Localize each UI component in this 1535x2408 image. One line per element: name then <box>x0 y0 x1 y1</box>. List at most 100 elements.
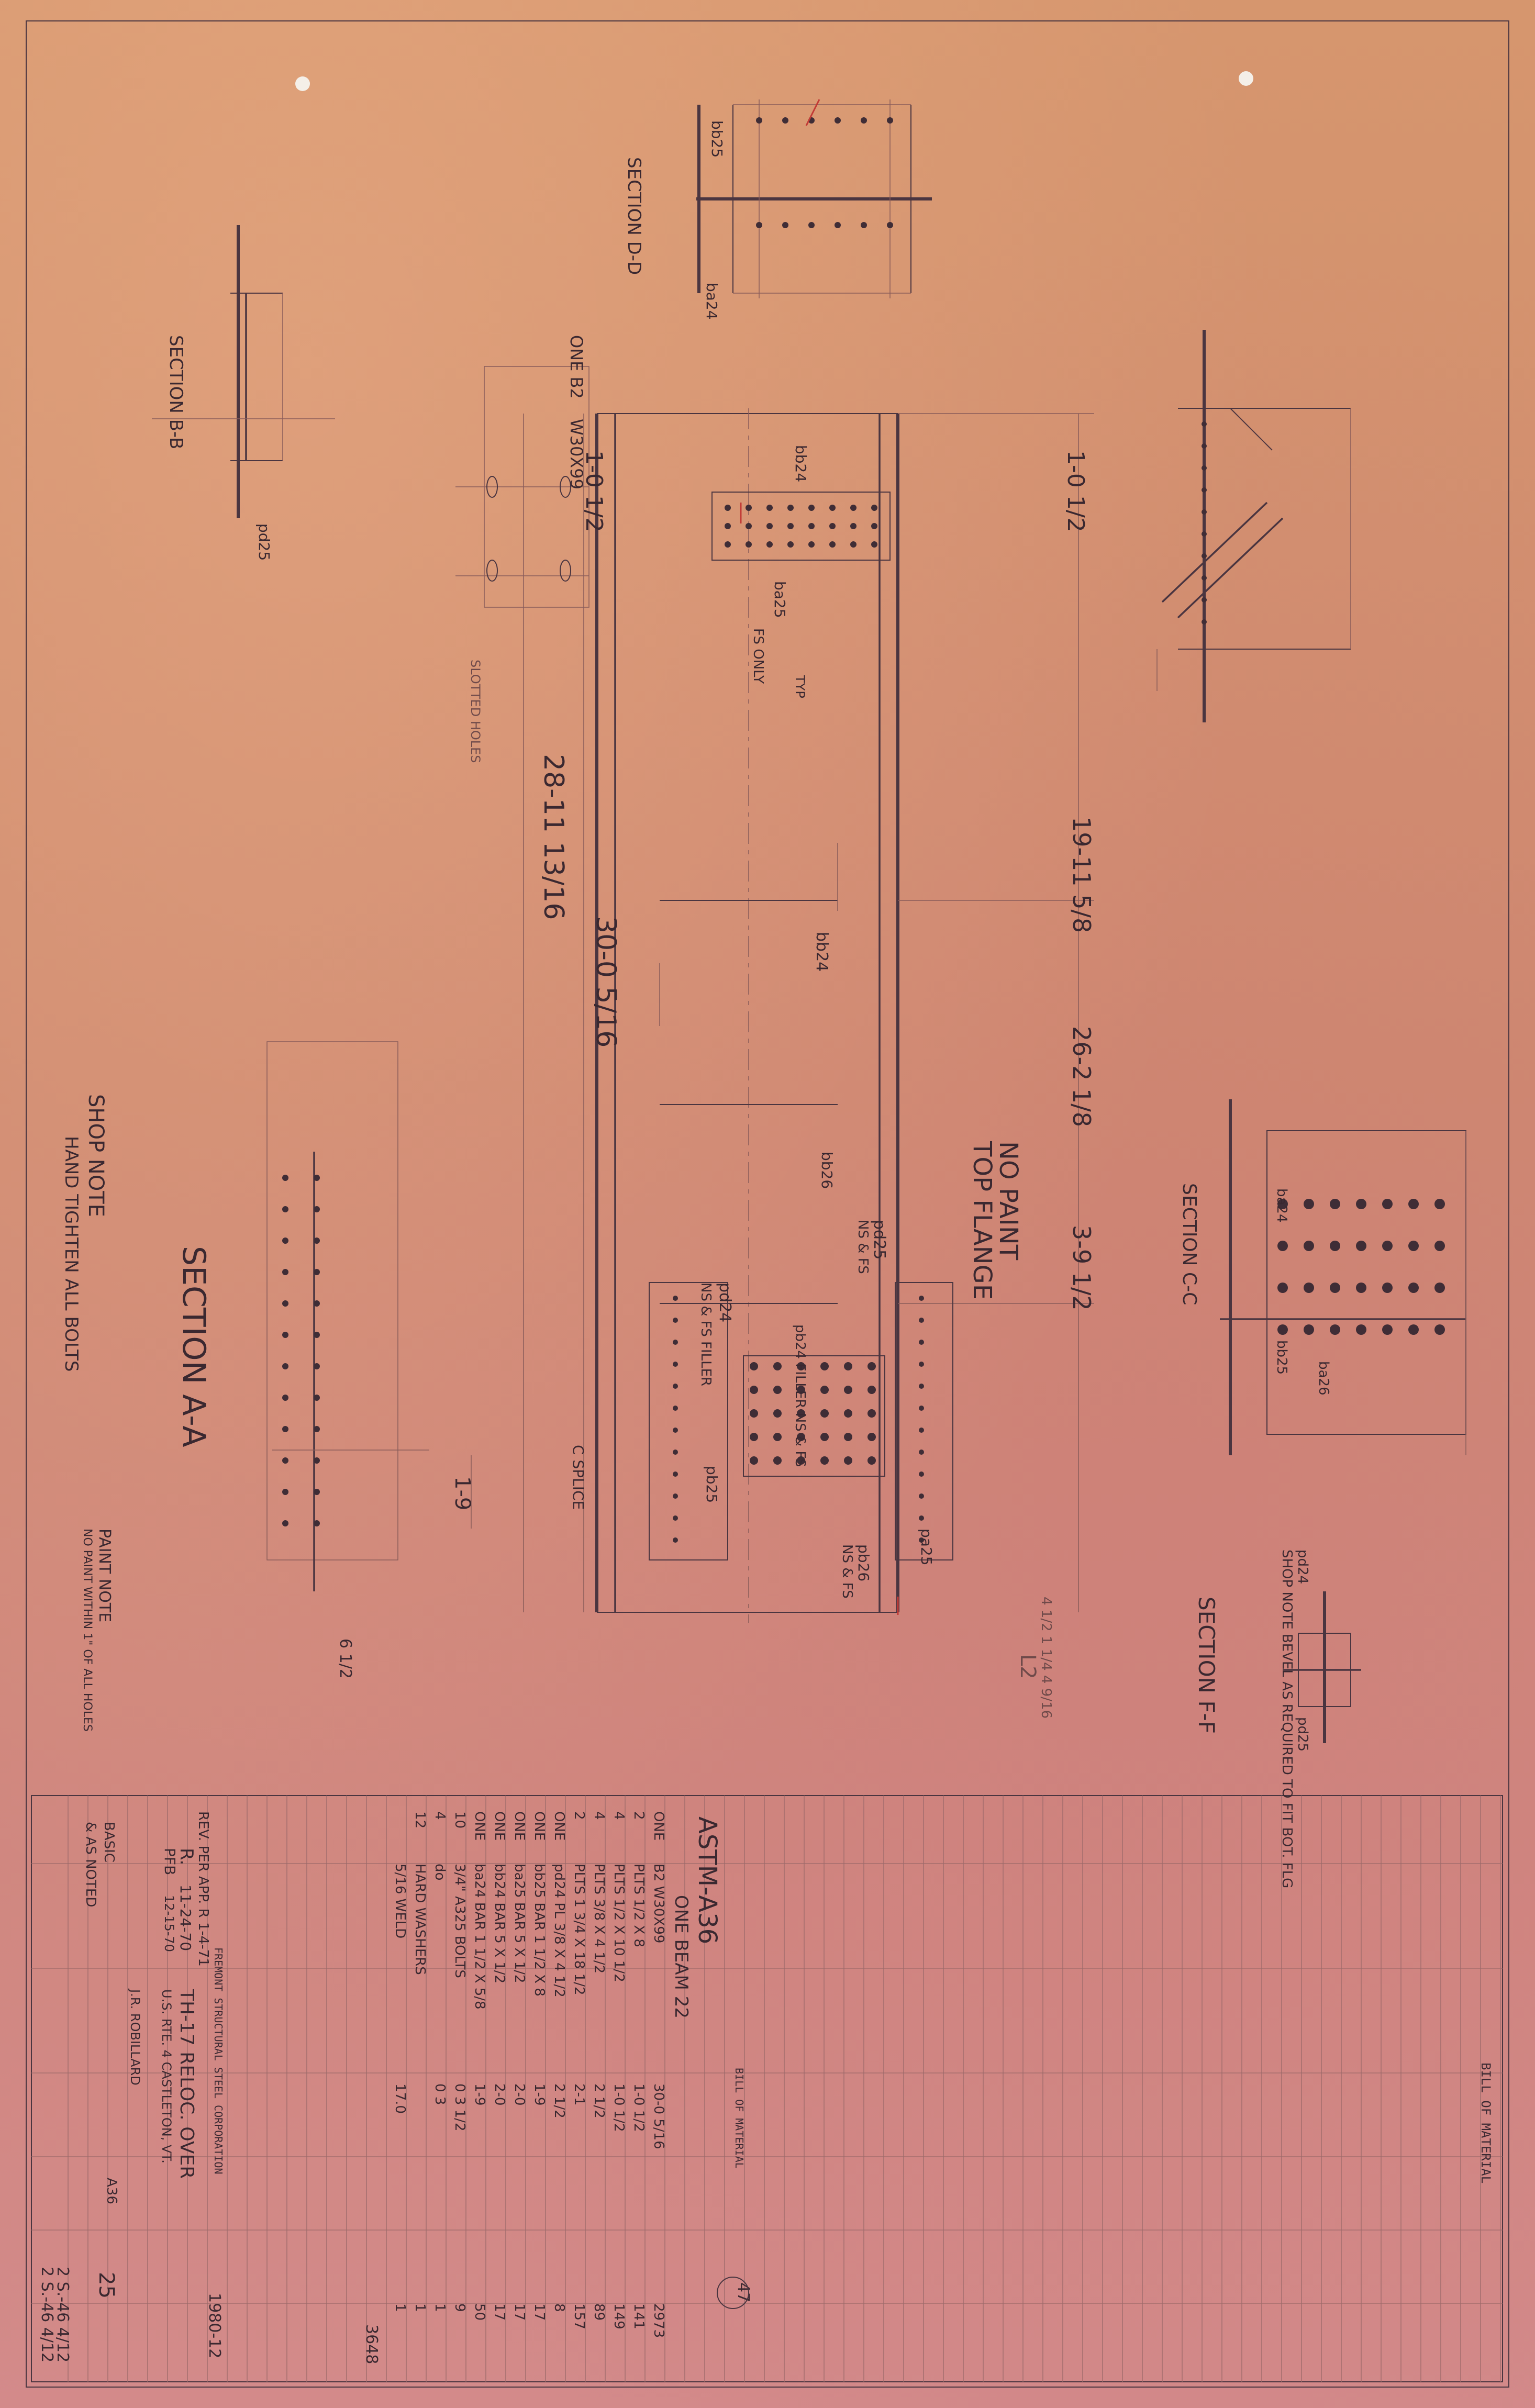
dim-bottom: 3-9 1/2 <box>1067 1225 1096 1311</box>
checked-date: 12-15-70 <box>162 1895 176 1952</box>
bolt-hole <box>1330 1324 1340 1335</box>
bm-cell: 17 <box>531 2303 547 2321</box>
bolt-hole <box>314 1332 320 1338</box>
bolt-hole <box>919 1537 924 1543</box>
callout-pd24-filler: NS & FS FILLER <box>698 1283 714 1386</box>
bolt-hole <box>787 523 794 529</box>
paint-note-text: NO PAINT WITHIN 1" OF ALL HOLES <box>81 1529 94 1732</box>
callout-fs-only: FS ONLY <box>750 628 766 684</box>
bolt-hole <box>1434 1199 1445 1209</box>
dim-length-a: 28-11 13/16 <box>538 754 569 920</box>
bolt-hole <box>867 1433 876 1441</box>
callout-ba25: ba25 <box>771 581 788 618</box>
bill-of-material-header-2: BILL OF MATERIAL <box>733 2068 746 2169</box>
bolt-hole <box>919 1362 924 1367</box>
bm-cell: 2-1 <box>571 2083 587 2105</box>
shop-note-title: SHOP NOTE <box>84 1094 108 1217</box>
material-spec: A36 <box>104 2178 119 2204</box>
bolt-hole <box>282 1206 288 1212</box>
top-connection-bolts <box>725 505 877 548</box>
bolt-hole <box>808 541 815 548</box>
dim-end: 6 1/2 <box>336 1638 354 1679</box>
bm-cell: 89 <box>591 2303 607 2321</box>
slotted-hole-detail <box>455 366 589 608</box>
bolt-hole <box>282 1489 288 1495</box>
bolt-hole <box>1434 1241 1445 1251</box>
member-dims: 4 1/2 1 1/4 4 9/16 <box>1038 1597 1054 1719</box>
bolt-hole <box>1202 509 1207 515</box>
bolt-hole <box>673 1450 678 1455</box>
bm-cell: PLTS 1/2 X 10 1/2 <box>611 1864 627 1982</box>
bm-cell: 12 <box>412 1811 428 1829</box>
bolt-hole <box>1382 1199 1393 1209</box>
bolt-hole <box>725 523 731 529</box>
callout-typ: TYP <box>793 675 807 698</box>
section-d-d-label: SECTION D-D <box>624 157 644 275</box>
bm-cell: ONE <box>651 1811 666 1841</box>
bolt-hole <box>673 1318 678 1323</box>
bolt-hole <box>1277 1199 1288 1209</box>
bolt-hole <box>844 1386 852 1394</box>
bolt-hole <box>867 1362 876 1370</box>
bottom-splice-plate-left <box>649 1282 728 1560</box>
checked-by: PFB <box>161 1848 179 1875</box>
dim-mid: 19-11 5/8 <box>1067 817 1096 933</box>
bolt-hole <box>1434 1324 1445 1335</box>
bolt-hole <box>282 1175 288 1181</box>
bm-cell: 2-0 <box>492 2083 507 2105</box>
bolt-hole <box>829 523 836 529</box>
contractor: J.R. ROBILLARD <box>128 1988 142 2086</box>
bolt-hole <box>766 523 773 529</box>
dim-top: 1-0 1/2 <box>581 450 607 532</box>
bm-cell: 17.0 <box>392 2083 408 2114</box>
paint-as-noted: & AS NOTED <box>83 1822 98 1907</box>
bolt-hole <box>787 541 794 548</box>
bm-cell: 1-9 <box>531 2083 547 2105</box>
bolt-hole <box>773 1409 782 1418</box>
callout-pb26-ns: NS & FS <box>839 1544 855 1599</box>
top-flange-label: TOP FLANGE <box>967 1141 997 1300</box>
callout-pd25-ff: pd25 <box>1295 1717 1310 1752</box>
bm-cell: 1-9 <box>472 2083 487 2105</box>
bolt-hole <box>314 1363 320 1369</box>
bm-cell: 2 <box>631 1811 647 1820</box>
bm-cell: do <box>432 1864 448 1880</box>
bm-cell: 9 <box>452 2303 468 2312</box>
bolt-hole <box>314 1206 320 1212</box>
bolt-hole <box>871 505 877 511</box>
section-a-a <box>266 1041 472 1591</box>
bolt-hole <box>314 1457 320 1464</box>
bm-cell: PLTS 3/8 X 4 1/2 <box>591 1864 607 1974</box>
total-weight: 3648 <box>362 2324 381 2364</box>
bolt-hole <box>820 1362 829 1370</box>
callout-pd25-b: pd25 <box>255 523 273 561</box>
bm-cell: ONE <box>531 1811 547 1841</box>
bolt-hole <box>282 1238 288 1244</box>
bm-cell: 17 <box>511 2303 527 2321</box>
bolt-hole <box>1202 619 1207 625</box>
bolt-hole <box>797 1456 805 1465</box>
section-c-c <box>1220 1099 1466 1455</box>
bolt-hole <box>871 523 877 529</box>
bolt-hole <box>314 1269 320 1275</box>
bolt-hole <box>756 222 762 228</box>
bolt-hole <box>1330 1283 1340 1293</box>
bill-of-material-grid <box>31 1795 1503 2382</box>
bolt-hole <box>850 505 857 511</box>
bm-cell: 1 <box>412 2303 428 2312</box>
beam-elevation <box>523 408 1094 1623</box>
bolt-hole <box>282 1332 288 1338</box>
redline-mark-1 <box>805 99 820 126</box>
bolt-hole <box>282 1363 288 1369</box>
bolt-hole <box>919 1340 924 1345</box>
bevel-note: SHOP NOTE BEVEL AS REQUIRED TO FIT BOT. … <box>1279 1549 1295 1888</box>
bm-cell: 1 <box>392 2303 408 2312</box>
callout-ba24-cc: ba24 <box>1274 1188 1289 1223</box>
footer-mark-1: 2 S.-46 4/12 <box>53 2267 72 2362</box>
bm-cell: 17 <box>492 2303 507 2321</box>
bolt-hole <box>314 1489 320 1495</box>
member-l2: L2 <box>1016 1654 1040 1679</box>
callout-pd24: pd24 <box>716 1283 734 1322</box>
bolt-hole <box>750 1409 758 1418</box>
callout-ns-fs: NS & FS <box>855 1220 871 1274</box>
